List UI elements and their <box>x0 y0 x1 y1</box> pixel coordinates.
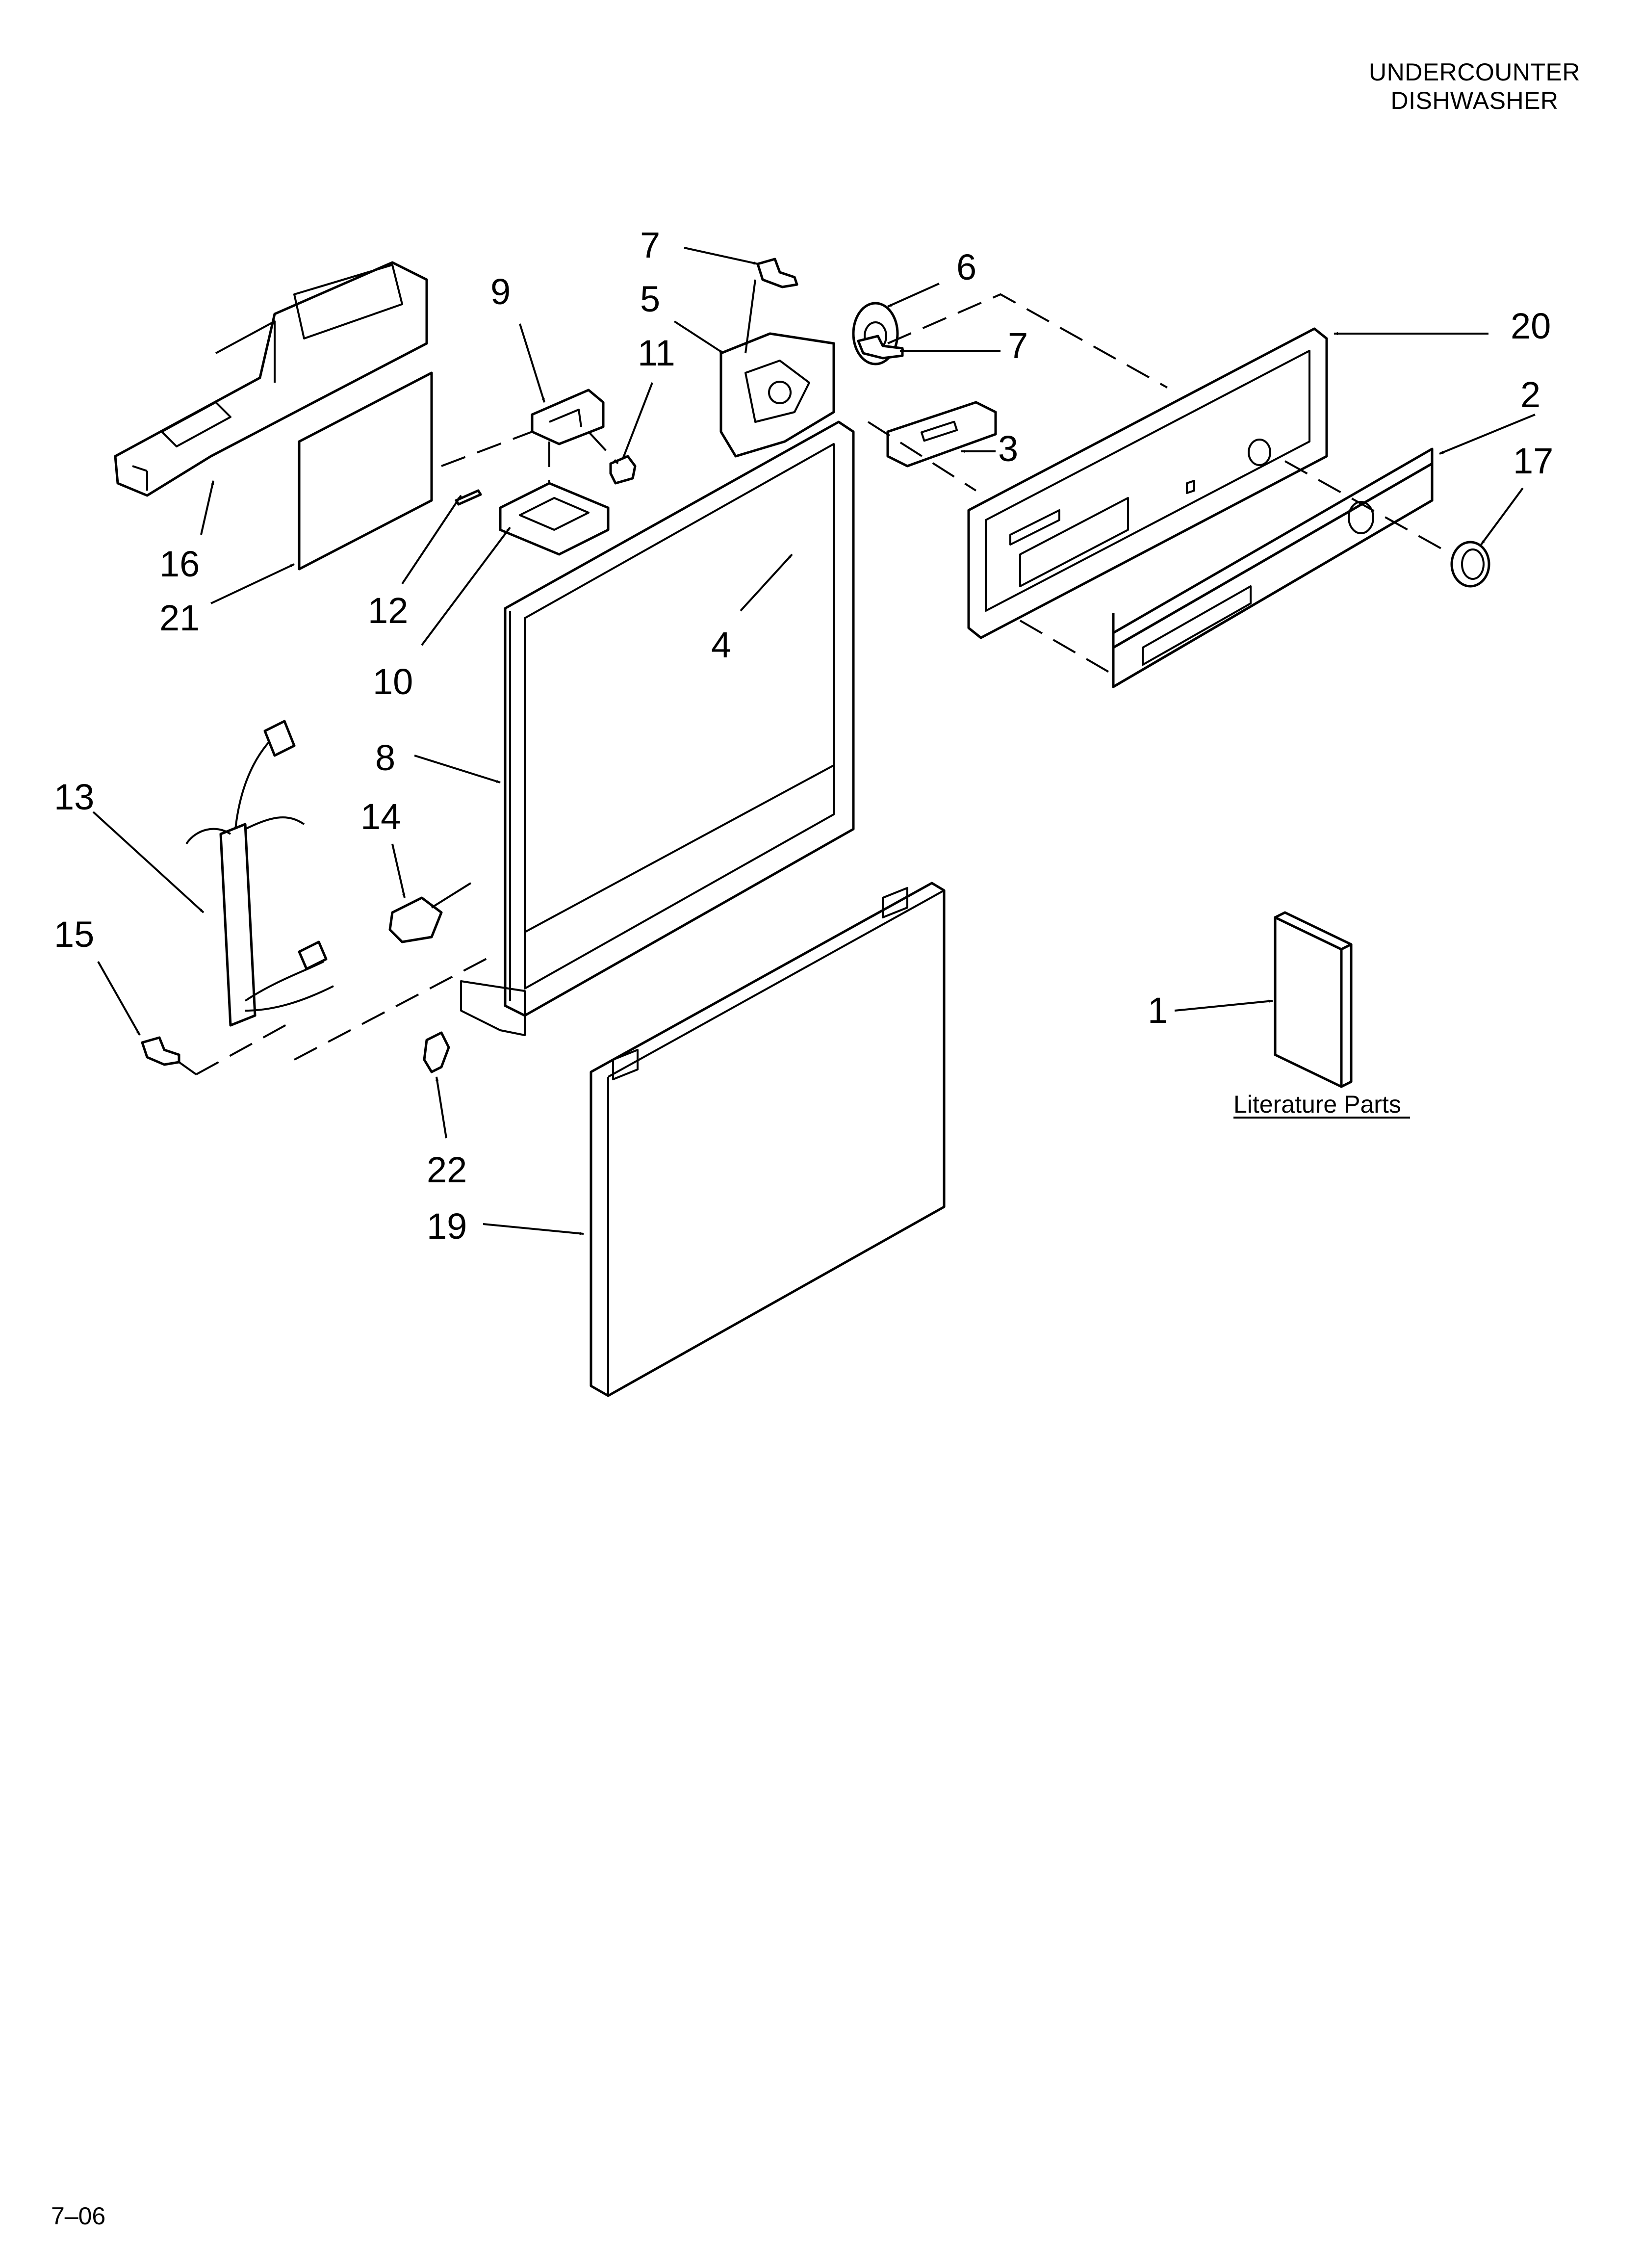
leader-12 <box>401 495 462 585</box>
leader-22 <box>436 1076 447 1139</box>
leader-6 <box>887 283 940 308</box>
callout-7b: 7 <box>1008 325 1028 366</box>
callout-13: 13 <box>54 777 94 817</box>
leader-9 <box>519 323 545 403</box>
leader-14 <box>391 843 406 898</box>
leader-11 <box>622 382 653 459</box>
part-19-outer-door <box>590 882 946 1397</box>
callout-6: 6 <box>956 247 976 287</box>
leader-15 <box>97 961 141 1036</box>
callout-15: 15 <box>54 914 94 955</box>
literature-parts-text: Literature Parts <box>1233 1091 1401 1118</box>
leader-2 <box>1439 414 1536 455</box>
leader-8 <box>414 755 501 783</box>
diagram-header: UNDERCOUNTER DISHWASHER <box>1369 58 1580 115</box>
callout-22: 22 <box>427 1149 467 1190</box>
part-15-screw <box>141 1036 180 1066</box>
part-1-literature <box>1274 911 1353 1088</box>
callout-12: 12 <box>368 590 408 631</box>
callout-10: 10 <box>373 661 413 702</box>
part-21-shield <box>298 371 433 571</box>
leader-5 <box>673 320 724 354</box>
leader-13 <box>92 811 205 913</box>
leader-1 <box>1174 999 1273 1012</box>
callout-1: 1 <box>1148 990 1168 1031</box>
header-line-1: UNDERCOUNTER <box>1369 58 1580 86</box>
part-7-screw-top <box>756 258 798 288</box>
callout-7a: 7 <box>640 225 660 265</box>
callout-20: 20 <box>1511 306 1551 346</box>
leader-10 <box>421 526 511 646</box>
callout-9: 9 <box>490 271 511 312</box>
part-8-inner-door <box>460 420 855 1036</box>
leader-16 <box>200 480 214 535</box>
leader-7a <box>684 247 758 265</box>
part-20-control-panel <box>967 327 1328 639</box>
callout-labels: 7 6 9 5 11 7 20 2 17 3 16 21 12 10 4 8 1… <box>54 225 1553 1247</box>
callout-14: 14 <box>360 796 401 837</box>
callout-8: 8 <box>375 737 395 778</box>
literature-parts-label: Literature Parts <box>1233 1091 1410 1119</box>
callout-5: 5 <box>640 279 660 319</box>
callout-3: 3 <box>998 428 1018 469</box>
leader-21 <box>210 563 295 604</box>
part-17-knob <box>1450 541 1490 588</box>
leader-17 <box>1480 487 1524 546</box>
callout-19: 19 <box>427 1206 467 1247</box>
callout-21: 21 <box>159 598 200 638</box>
part-16-housing <box>114 261 428 497</box>
part-10-switch-housing <box>499 482 610 556</box>
leader-4 <box>740 553 793 612</box>
part-13-wire-harness <box>185 720 334 1027</box>
callout-16: 16 <box>159 544 200 584</box>
leader-arrows <box>92 247 1536 1235</box>
part-5-latch <box>719 332 835 458</box>
part-3-switch <box>886 401 997 468</box>
footer-code: 7–06 <box>51 2202 106 2230</box>
callout-4: 4 <box>711 625 731 665</box>
callout-2: 2 <box>1520 374 1540 415</box>
callout-11: 11 <box>638 333 675 373</box>
part-12-gasket <box>455 489 482 506</box>
part-22-clip <box>423 1031 450 1073</box>
alignment-lines <box>178 279 1452 1075</box>
callout-17: 17 <box>1513 441 1553 481</box>
leader-19 <box>483 1223 584 1235</box>
header-line-2: DISHWASHER <box>1390 87 1559 114</box>
part-14-sensor <box>388 882 472 943</box>
